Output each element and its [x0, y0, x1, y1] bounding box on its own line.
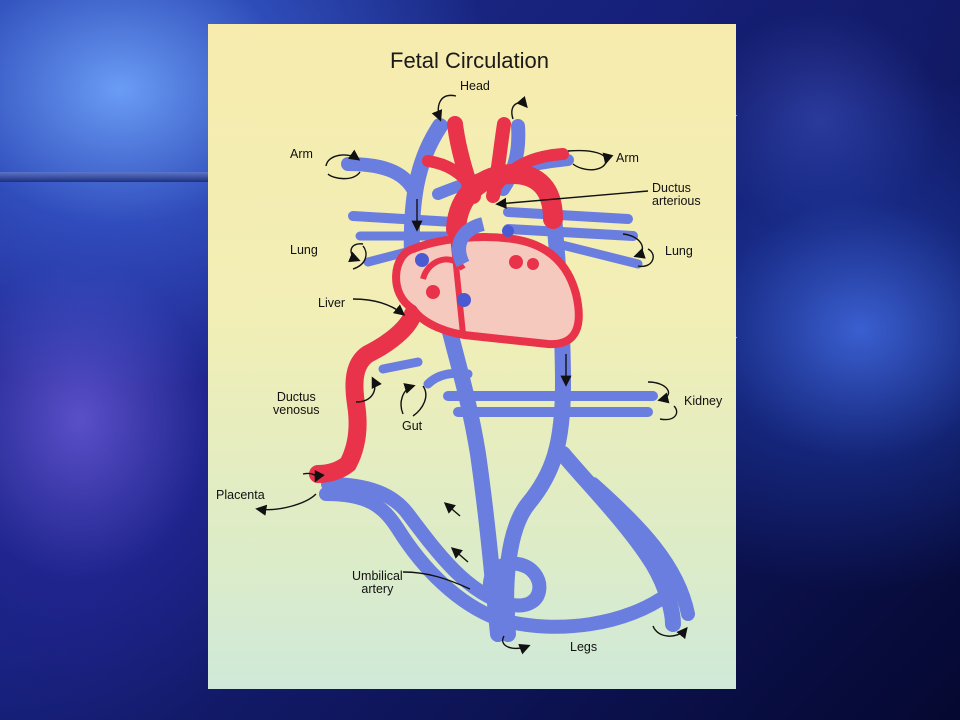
right-lung-vein-1: [503, 207, 633, 224]
diagram-panel: Fetal Circulation Head Arm Arm Ductus ar…: [208, 24, 736, 689]
aortic-arch: [446, 163, 563, 239]
gut-vein-1: [378, 357, 423, 374]
label-liver: Liver: [318, 296, 346, 310]
gut-vein-2: [423, 368, 473, 389]
right-leg-vessel-1: [555, 446, 681, 632]
ductus-venosus: [309, 305, 422, 483]
label-lung-right: Lung: [665, 244, 693, 258]
label-gut: Gut: [402, 419, 423, 433]
heart: [392, 217, 583, 349]
pointer-arrows: [255, 94, 688, 655]
red-vessels: [309, 116, 569, 483]
right-lung-vein-3: [553, 239, 643, 269]
label-arm-right: Arm: [616, 151, 639, 165]
label-lung-left: Lung: [290, 243, 318, 257]
right-atrium-valve: [415, 253, 429, 267]
label-ductus-arterious: Ductus arterious: [652, 181, 701, 208]
umbilical-artery-1: [321, 477, 547, 621]
diagram-title: Fetal Circulation: [390, 48, 549, 73]
mitral-valve: [509, 255, 523, 269]
blue-vessels: [319, 118, 695, 642]
aortic-valve: [527, 258, 539, 270]
label-placenta: Placenta: [216, 488, 265, 502]
umbilical-artery-2: [319, 487, 675, 634]
left-lung-vein-1: [348, 211, 458, 227]
tricuspid-valve: [457, 293, 471, 307]
label-legs: Legs: [570, 640, 598, 654]
heart-body: [392, 233, 583, 349]
foramen-valve: [426, 285, 440, 299]
pulmonary-trunk: [452, 217, 486, 268]
circulation-diagram: [255, 94, 695, 655]
label-arm-left: Arm: [290, 147, 313, 161]
right-lung-vein-2: [503, 224, 638, 241]
head-artery-right: [486, 117, 511, 203]
right-leg-vessel-2: [586, 477, 695, 621]
label-ductus-venosus: Ductus venosus: [273, 390, 320, 417]
slide-accent-bar: [0, 172, 215, 182]
pulmonary-valve: [502, 225, 514, 237]
left-arm-vein: [341, 157, 420, 196]
label-kidney: Kidney: [684, 394, 723, 408]
label-head: Head: [460, 79, 490, 93]
label-umbilical-artery: Umbilical artery: [352, 569, 403, 596]
